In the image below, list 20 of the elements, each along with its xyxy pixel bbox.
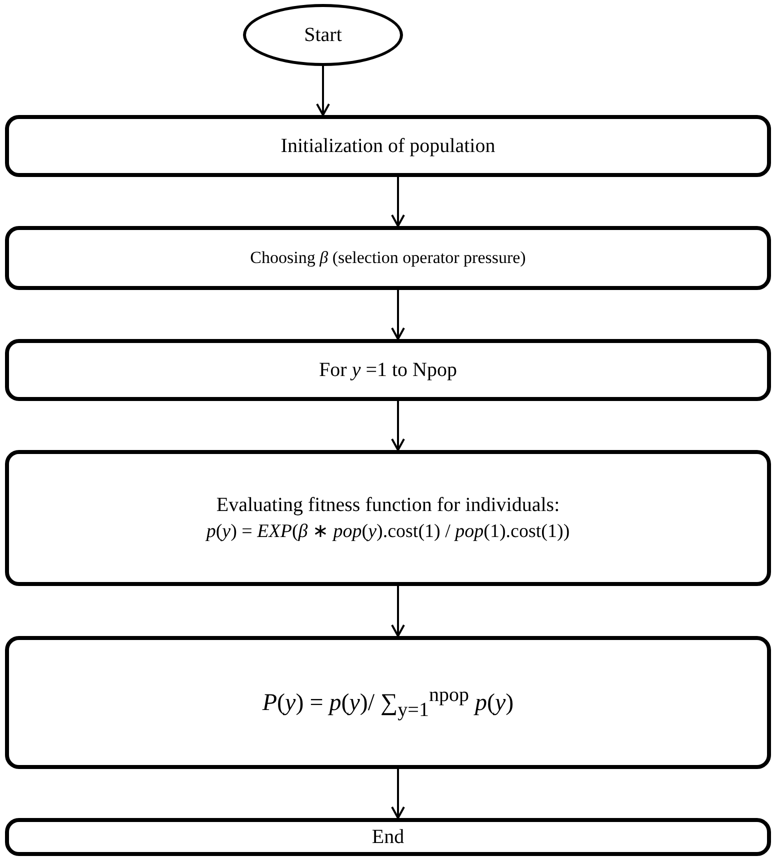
process-box bbox=[5, 226, 771, 290]
arrow bbox=[391, 586, 405, 637]
step-label: P(y) = p(y)/ ∑$_{y=1}$$^{npop}$ p(y) bbox=[262, 683, 514, 722]
step-label: Initialization of population bbox=[280, 134, 496, 158]
formula: p(y) = EXP(β ∗ pop(y).cost(1) / pop(1).cost(1)) bbox=[206, 520, 570, 544]
step-label: Evaluating fitness function for individuals: bbox=[216, 492, 560, 517]
arrow bbox=[391, 401, 405, 451]
step-label: For y =1 to Npop bbox=[319, 358, 457, 382]
arrow bbox=[316, 66, 330, 116]
process-box bbox=[5, 450, 771, 586]
arrow bbox=[391, 769, 405, 819]
process-box bbox=[5, 636, 771, 769]
process-box bbox=[5, 115, 771, 177]
step-label: Start bbox=[304, 23, 342, 47]
step-label: End bbox=[372, 825, 404, 849]
loop-box bbox=[5, 339, 771, 401]
step-label: Choosing β (selection operator pressure) bbox=[250, 248, 526, 268]
arrow bbox=[391, 290, 405, 340]
end-terminal bbox=[5, 818, 771, 856]
arrow bbox=[391, 177, 405, 227]
